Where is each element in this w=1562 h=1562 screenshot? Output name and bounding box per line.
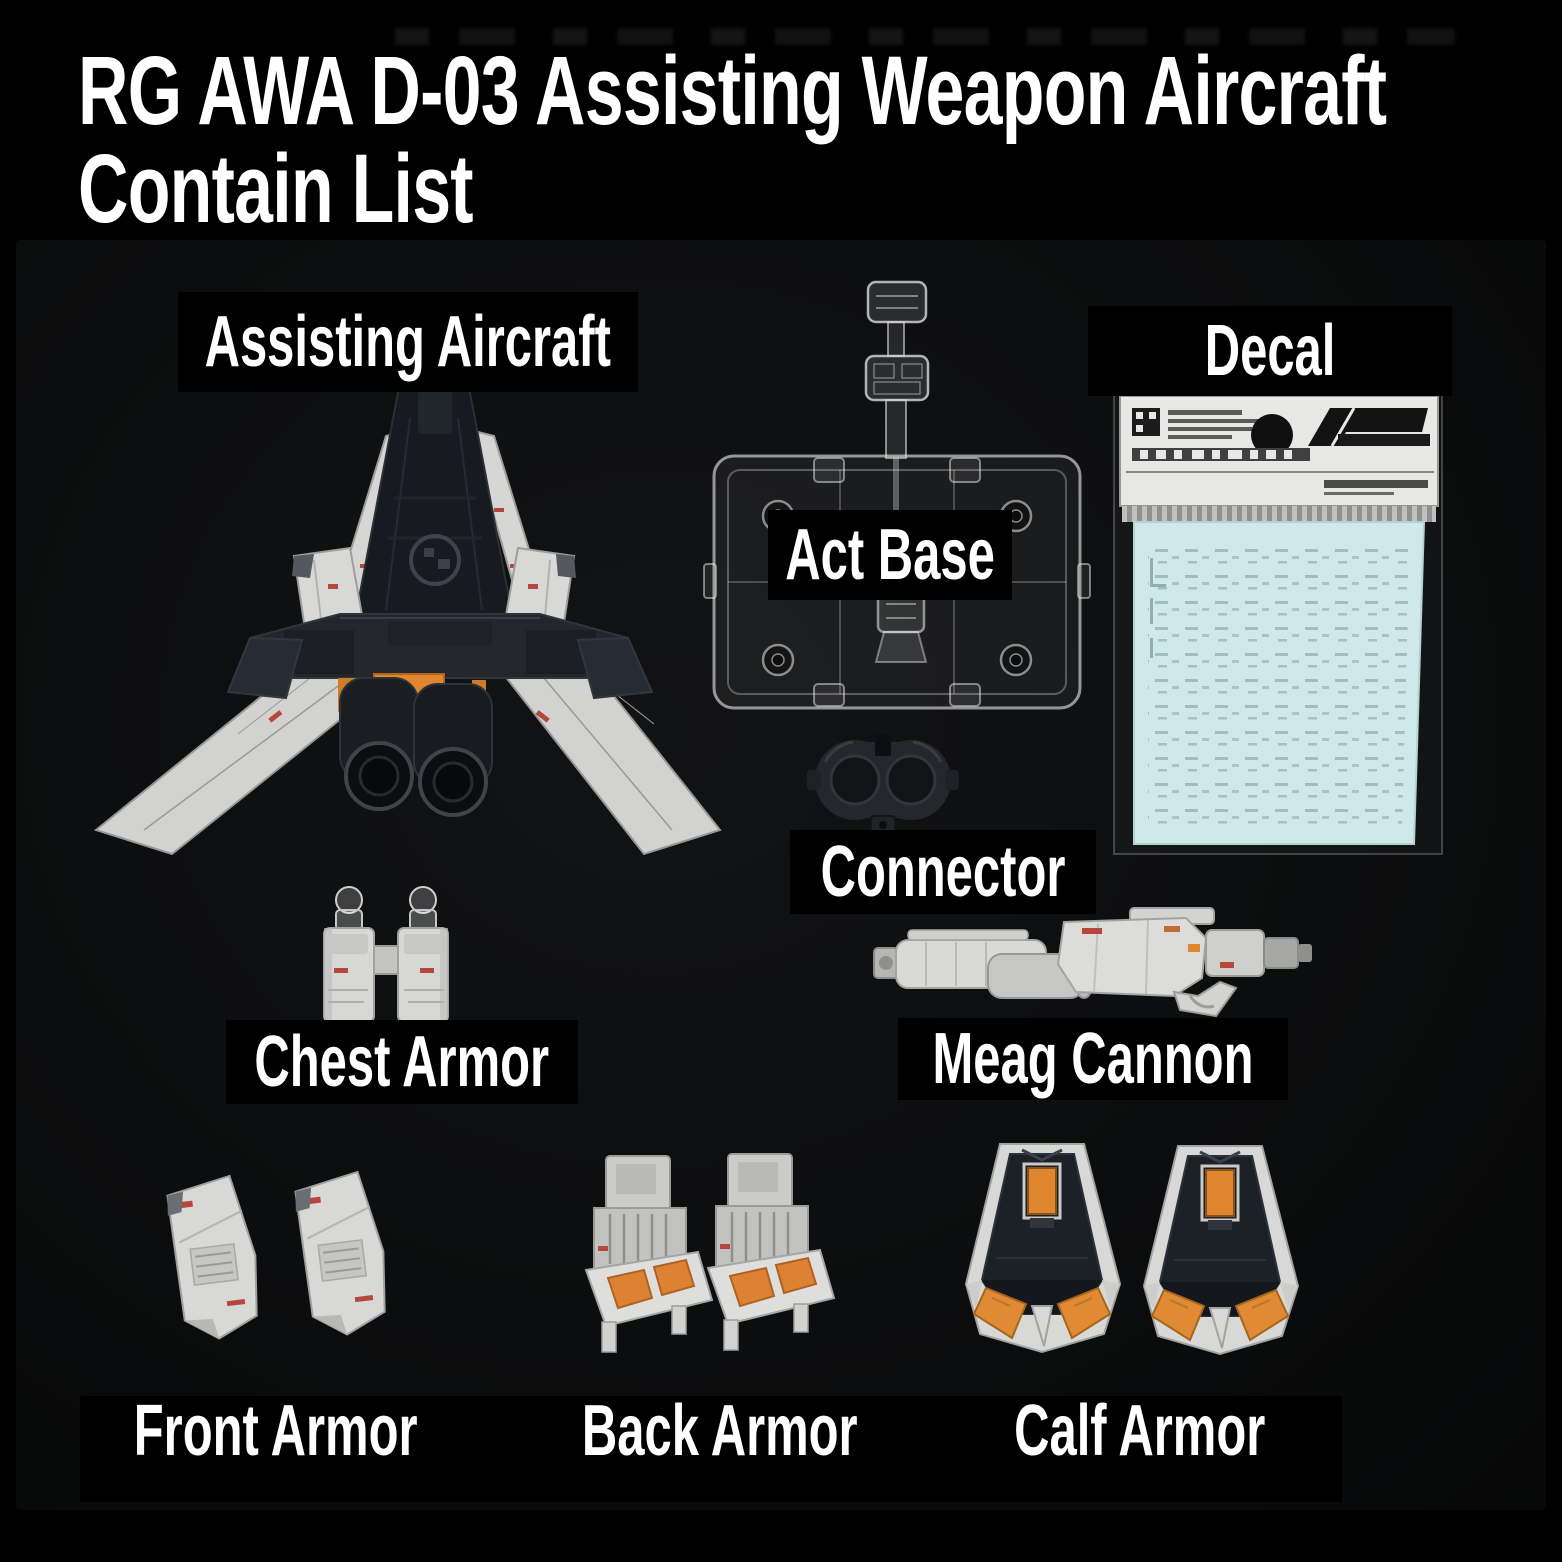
faint-top-artifact — [395, 28, 1455, 45]
chest-armor-image — [312, 882, 462, 1032]
bottom-label-band — [80, 1396, 1342, 1502]
label-connector: Connector — [790, 830, 1096, 914]
meag-cannon-image — [868, 904, 1328, 1024]
decal-image — [1092, 388, 1452, 858]
label-act-base: Act Base — [768, 510, 1012, 600]
page-title-line2: Contain List — [78, 134, 474, 243]
page-title-line1: RG AWA D-03 Assisting Weapon Aircraft — [78, 36, 1387, 145]
label-chest-armor: Chest Armor — [226, 1020, 578, 1104]
label-assisting-aircraft: Assisting Aircraft — [178, 292, 638, 392]
label-calf-armor: Calf Armor — [1014, 1391, 1266, 1471]
act-base-image — [698, 276, 1098, 721]
assisting-aircraft-image — [88, 378, 728, 878]
label-meag-cannon: Meag Cannon — [898, 1018, 1288, 1100]
connector-image — [795, 722, 970, 842]
back-armor-image — [572, 1148, 836, 1378]
front-armor-image — [148, 1168, 408, 1363]
calf-armor-image — [952, 1138, 1302, 1368]
label-back-armor: Back Armor — [582, 1391, 858, 1471]
label-front-armor: Front Armor — [134, 1391, 418, 1471]
label-decal: Decal — [1088, 306, 1452, 396]
